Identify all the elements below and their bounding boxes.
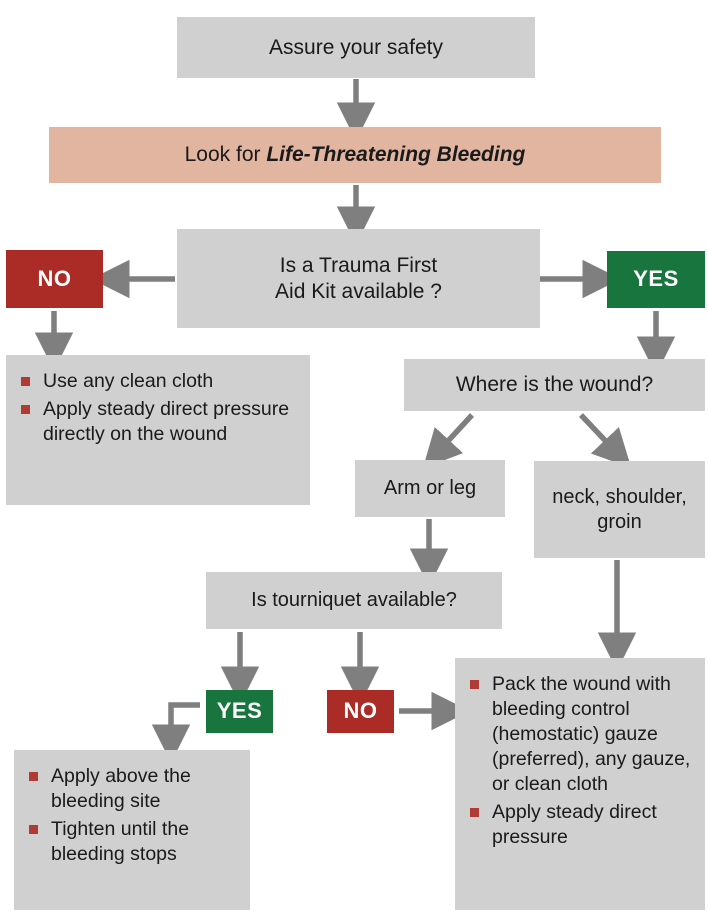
node-is-tourniquet-available[interactable]: Is tourniquet available? — [206, 572, 502, 629]
node-no2-label: NO — [343, 698, 378, 724]
node-armleg-label: Arm or leg — [383, 477, 477, 500]
node-no1-label: NO — [37, 265, 72, 291]
node-neck-line2: groin — [597, 510, 642, 533]
bullet-square-icon — [470, 807, 479, 817]
bullet-square-icon — [21, 377, 30, 386]
node-neck-label: neck, shoulder, groin — [534, 485, 705, 534]
edge-where-to-neck — [579, 413, 632, 469]
node-yes2-label: YES — [216, 698, 263, 724]
list-item: Tighten until the bleeding stops — [28, 817, 240, 867]
list-item-text: Apply steady direct pressure — [492, 800, 657, 848]
node-where-label: Where is the wound? — [455, 373, 654, 397]
node-kit-line1: Is a Trauma First — [279, 253, 438, 277]
node-where-is-the-wound[interactable]: Where is the wound? — [404, 359, 705, 411]
node-kit-line2: Aid Kit available ? — [275, 279, 442, 303]
node-assure-label: Assure your safety — [269, 35, 443, 59]
bullet-square-icon — [470, 680, 479, 689]
apply-bullet-list: Apply above the bleeding site Tighten un… — [28, 764, 240, 867]
node-pack-the-wound[interactable]: Pack the wound with bleeding con­trol (h… — [455, 658, 705, 910]
list-item: Apply steady direct pressure — [469, 800, 695, 850]
node-look-label: Look for Life-Threatening Bleeding — [49, 142, 661, 168]
bullet-square-icon — [21, 404, 30, 414]
node-no-kit-badge[interactable]: NO — [6, 250, 103, 308]
node-use-clean-cloth[interactable]: Use any clean cloth Apply steady direct … — [6, 355, 310, 505]
node-yes1-label: YES — [633, 266, 679, 292]
pack-bullet-list: Pack the wound with bleeding con­trol (h… — [469, 672, 695, 850]
node-yes-tourniquet-badge[interactable]: YES — [206, 690, 273, 733]
list-item-text: Pack the wound with bleeding con­trol (h… — [492, 673, 691, 795]
node-arm-or-leg[interactable]: Arm or leg — [355, 460, 505, 517]
list-item-text: Use any clean cloth — [43, 370, 214, 392]
node-neck-shoulder-groin[interactable]: neck, shoulder, groin — [534, 461, 705, 558]
list-item: Use any clean cloth — [20, 369, 300, 394]
list-item-text: Apply steady direct pressure directly on… — [43, 397, 290, 445]
node-assure-your-safety[interactable]: Assure your safety — [177, 17, 535, 78]
node-look-for-bleeding[interactable]: Look for Life-Threatening Bleeding — [49, 127, 661, 183]
node-look-emphasis: Life-Threatening Bleeding — [266, 143, 526, 167]
bullet-square-icon — [29, 824, 38, 834]
list-item-text: Tighten until the bleeding stops — [51, 817, 190, 865]
node-no-tourniquet-badge[interactable]: NO — [327, 690, 394, 733]
bullet-square-icon — [29, 772, 38, 781]
list-item: Apply above the bleeding site — [28, 764, 240, 814]
list-item: Apply steady direct pressure directly on… — [20, 397, 300, 447]
list-item-text: Apply above the bleeding site — [51, 765, 191, 812]
node-look-prefix: Look for — [184, 143, 267, 167]
node-kit-label: Is a Trauma First Aid Kit available ? — [177, 253, 540, 304]
node-yes-kit-badge[interactable]: YES — [607, 251, 705, 308]
node-is-trauma-kit-available[interactable]: Is a Trauma First Aid Kit available ? — [177, 229, 540, 328]
edge-where-to-armleg — [422, 413, 475, 469]
node-tourniquet-label: Is tourniquet available? — [251, 589, 457, 612]
node-neck-line1: neck, shoulder, — [552, 486, 687, 509]
node-apply-above-bleeding-site[interactable]: Apply above the bleeding site Tighten un… — [14, 750, 250, 910]
edge-yes2-to-apply — [151, 702, 200, 763]
list-item: Pack the wound with bleeding con­trol (h… — [469, 672, 695, 797]
cloth-bullet-list: Use any clean cloth Apply steady direct … — [20, 369, 300, 447]
